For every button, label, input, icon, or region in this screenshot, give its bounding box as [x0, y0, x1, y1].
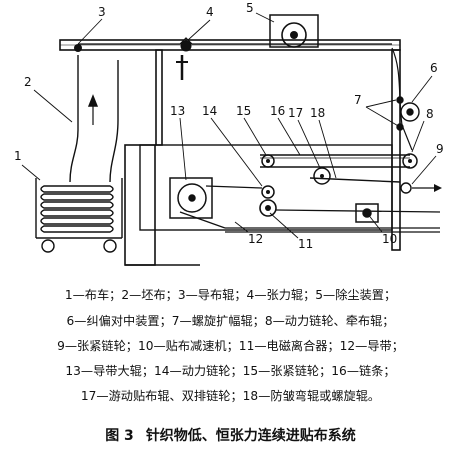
guide-belt — [179, 185, 441, 229]
label-2: 2 — [24, 75, 32, 89]
legend-line-2: 6—纠偏对中装置；7—螺旋扩幅辊；8—动力链轮、牵布辊； — [66, 314, 395, 328]
tension-sprocket — [261, 154, 275, 168]
frame — [59, 39, 440, 266]
label-10: 10 — [382, 232, 397, 246]
anti-wrinkle-roller — [309, 177, 401, 183]
guide-roller — [74, 44, 82, 52]
label-17: 17 — [288, 106, 303, 120]
leader-lines — [21, 12, 437, 239]
tension-roller — [176, 40, 192, 80]
greige-fabric-path — [69, 55, 119, 183]
figure-caption: 图 3 针织物低、恒张力连续进贴布系统 — [0, 425, 461, 445]
part-number-labels: 1 2 3 4 5 6 7 8 9 10 11 12 13 14 15 16 1… — [14, 1, 444, 251]
label-12: 12 — [248, 232, 263, 246]
label-16: 16 — [270, 104, 285, 118]
label-18: 18 — [310, 106, 325, 120]
drive-sprocket — [261, 185, 275, 199]
label-3: 3 — [98, 5, 106, 19]
machine-schematic: 1 2 3 4 5 6 7 8 9 10 11 12 13 14 15 16 1… — [14, 1, 444, 266]
label-11: 11 — [298, 237, 313, 251]
chain — [260, 154, 410, 168]
floating-applying-roller — [313, 167, 331, 185]
guide-belt-big-roller — [169, 177, 213, 219]
spiral-expanding-rollers — [391, 47, 413, 151]
drive-sprocket-traction-roller — [402, 153, 418, 169]
figure-number: 图 3 — [105, 428, 134, 444]
fabric-cart — [35, 178, 123, 253]
label-1: 1 — [14, 149, 22, 163]
label-7: 7 — [354, 93, 362, 107]
label-4: 4 — [206, 5, 214, 19]
label-8: 8 — [426, 107, 434, 121]
label-6: 6 — [430, 61, 438, 75]
legend-line-5: 17—游动贴布辊、双排链轮；18—防皱弯辊或螺旋辊。 — [80, 389, 381, 403]
electromagnetic-clutch — [259, 199, 277, 217]
label-9: 9 — [436, 142, 444, 156]
label-13: 13 — [170, 104, 185, 118]
legend-line-4: 13—导带大辊；14—动力链轮；15—张紧链轮；16—链条； — [65, 364, 396, 378]
legend-line-3: 9—张紧链轮；10—贴布减速机；11—电磁离合器；12—导带； — [57, 339, 404, 353]
fabric-top-path — [78, 37, 392, 45]
figure-title: 针织物低、恒张力连续进贴布系统 — [145, 428, 356, 444]
tension-sprocket-9 — [400, 182, 442, 194]
label-15: 15 — [236, 104, 251, 118]
dust-removal-unit — [269, 14, 319, 48]
label-14: 14 — [202, 104, 217, 118]
label-5: 5 — [246, 1, 254, 15]
legend-line-1: 1—布车；2—坯布；3—导布辊；4—张力辊；5—除尘装置； — [64, 288, 397, 302]
